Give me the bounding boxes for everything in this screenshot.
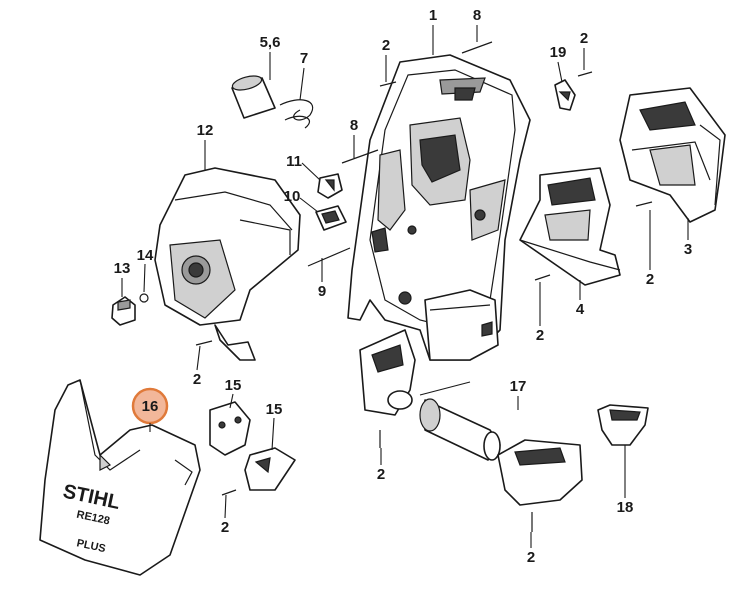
screw-icon (195, 41, 653, 532)
label-19: 19 (550, 44, 567, 61)
label-13: 13 (114, 260, 131, 277)
label-2-bottom: 2 (527, 549, 535, 566)
part-4-bracket (519, 167, 621, 286)
label-7: 7 (300, 50, 308, 67)
label-11: 11 (286, 153, 302, 170)
label-8-mid: 8 (350, 117, 358, 134)
part-15-bracket-a (209, 401, 251, 456)
part-18-cup (597, 404, 649, 446)
label-10: 10 (284, 188, 301, 205)
leader-lines (121, 25, 689, 548)
cover-variant-text: PLUS (75, 537, 106, 555)
part-15-bracket-b (244, 447, 296, 491)
part-10-switch (315, 205, 347, 231)
label-2-far-right: 2 (646, 271, 654, 288)
label-5-6: 5,6 (260, 34, 281, 51)
label-12: 12 (197, 122, 214, 139)
highlight-marker-16: 16 (131, 387, 169, 432)
part-5-6-capacitor (231, 75, 276, 119)
part-12-motor-cover (154, 167, 301, 361)
label-9: 9 (318, 283, 326, 300)
part-14-washer (139, 293, 149, 303)
label-2-left: 2 (193, 371, 201, 388)
label-2-bottom-left: 2 (221, 519, 229, 536)
label-3: 3 (684, 241, 692, 258)
label-14: 14 (137, 247, 154, 264)
part-16-front-cover: STIHL RE128 PLUS (39, 379, 201, 576)
highlight-label: 16 (142, 398, 159, 415)
label-1: 1 (429, 7, 437, 24)
part-7-cord (279, 99, 314, 129)
part-19-clip (554, 79, 576, 111)
label-17: 17 (510, 378, 527, 395)
part-11-knob (317, 173, 343, 199)
part-labels: 1 8 5,6 7 2 19 2 12 8 11 10 3 14 13 9 2 … (114, 7, 693, 566)
label-15-b: 15 (266, 401, 283, 418)
part-3-side-cover (619, 87, 726, 223)
label-2-lower: 2 (377, 466, 385, 483)
label-8-top: 8 (473, 7, 481, 24)
part-13-button (111, 296, 136, 326)
label-2-top: 2 (382, 37, 390, 54)
label-18: 18 (617, 499, 634, 516)
part-1-main-housing (347, 54, 531, 361)
label-15-a: 15 (225, 377, 242, 394)
label-2-right: 2 (580, 30, 588, 47)
label-2-center: 2 (536, 327, 544, 344)
label-4: 4 (576, 301, 585, 318)
part-17-hose-holder (359, 329, 583, 506)
